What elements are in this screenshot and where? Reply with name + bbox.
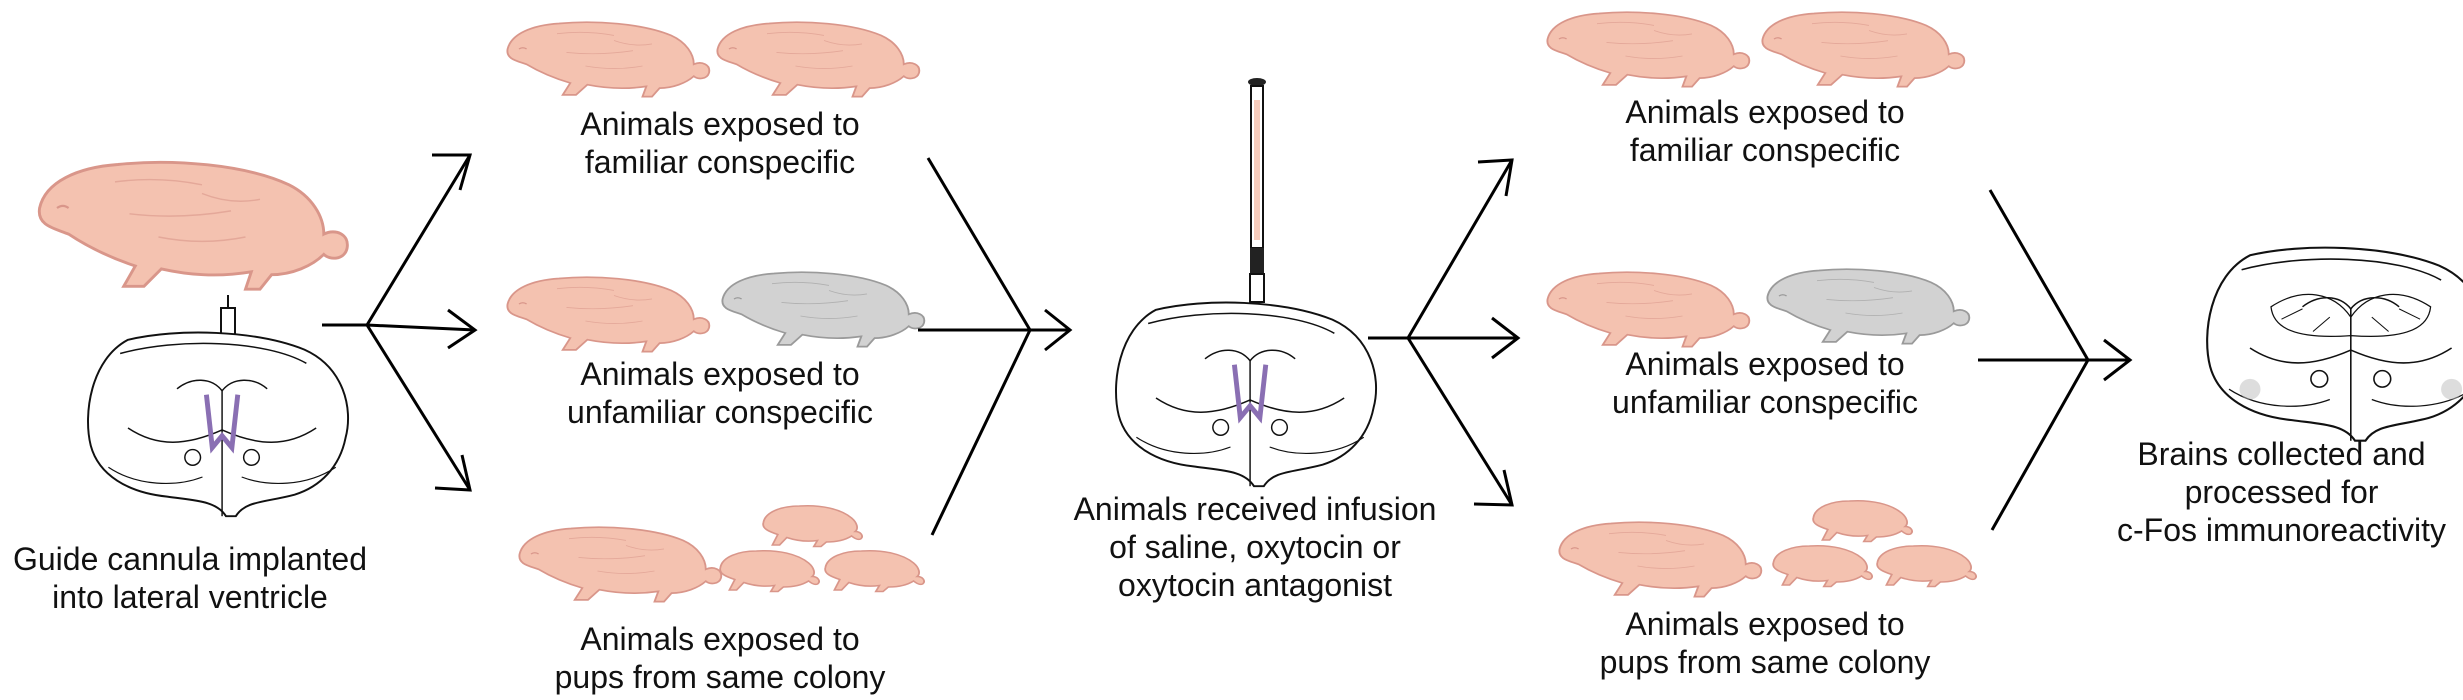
converge-arrows-2 [1978,189,2133,531]
label-exposure1-familiar-line1: Animals exposed to [580,106,860,142]
label-infusion: Animals received infusion of saline, oxy… [1045,490,1465,604]
label-collection-line3: c-Fos immunoreactivity [2117,512,2446,548]
label-exposure1-pups-line1: Animals exposed to [580,621,860,657]
label-exposure1-unfamiliar: Animals exposed to unfamiliar conspecifi… [535,355,905,431]
exposure2-pups-animals [1558,499,1977,598]
label-exposure2-familiar: Animals exposed to familiar conspecific [1580,93,1950,169]
exposure1-pups-animals [518,504,925,603]
exposure1-unfamiliar-animals [506,271,926,353]
label-collection-line2: processed for [2184,474,2379,510]
label-exposure1-pups-line2: pups from same colony [554,659,886,695]
brain-section-collected [2206,246,2463,442]
brain-section-cannula [87,331,350,518]
exposure2-unfamiliar-animals [1546,268,1971,348]
label-exposure2-pups: Animals exposed to pups from same colony [1580,605,1950,681]
label-exposure1-unfamiliar-line2: unfamiliar conspecific [567,394,873,430]
label-exposure1-unfamiliar-line1: Animals exposed to [580,356,860,392]
label-infusion-line1: Animals received infusion [1073,491,1437,527]
exposure1-familiar-animals [506,21,921,98]
label-exposure2-unfamiliar-line2: unfamiliar conspecific [1612,384,1918,420]
exposure2-familiar-animals [1546,11,1966,88]
label-exposure2-pups-line1: Animals exposed to [1625,606,1905,642]
label-collection-line1: Brains collected and [2137,436,2426,472]
label-surgery: Guide cannula implanted into lateral ven… [0,540,380,616]
label-exposure2-unfamiliar-line1: Animals exposed to [1625,346,1905,382]
branch-arrows-1 [322,153,478,492]
label-collection: Brains collected and processed for c-Fos… [2100,435,2463,549]
label-exposure1-familiar: Animals exposed to familiar conspecific [535,105,905,181]
label-surgery-line1: Guide cannula implanted [12,541,367,577]
brain-section-infusion [1115,301,1378,488]
surgery-animal [37,160,349,291]
label-exposure2-unfamiliar: Animals exposed to unfamiliar conspecifi… [1580,345,1950,421]
label-exposure1-familiar-line2: familiar conspecific [584,144,856,180]
label-exposure2-familiar-line1: Animals exposed to [1625,94,1905,130]
label-exposure2-pups-line2: pups from same colony [1599,644,1931,680]
label-exposure2-familiar-line2: familiar conspecific [1629,132,1901,168]
label-exposure1-pups: Animals exposed to pups from same colony [535,620,905,696]
label-surgery-line2: into lateral ventricle [52,579,328,615]
label-infusion-line2: of saline, oxytocin or [1109,529,1401,565]
syringe-icon [1248,78,1266,340]
label-infusion-line3: oxytocin antagonist [1118,567,1392,603]
converge-arrows-1 [918,157,1073,536]
branch-arrows-2 [1368,158,1521,507]
